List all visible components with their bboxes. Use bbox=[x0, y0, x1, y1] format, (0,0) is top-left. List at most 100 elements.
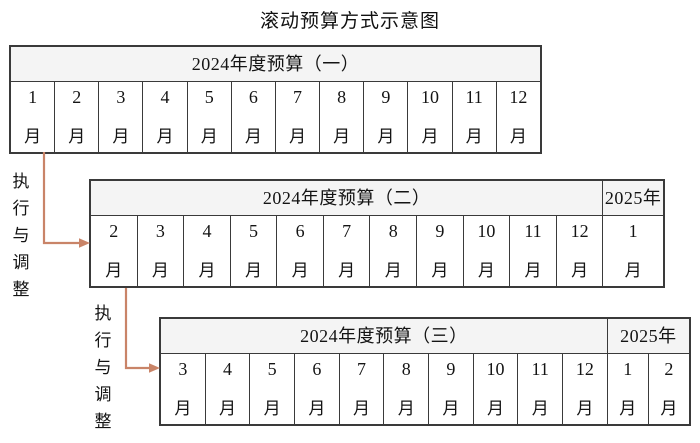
month-unit: 月 bbox=[660, 399, 678, 418]
month-number: 2 bbox=[664, 359, 674, 379]
flow-label-1-char: 行 bbox=[12, 199, 30, 218]
month-unit: 月 bbox=[531, 399, 549, 418]
month-unit: 月 bbox=[151, 261, 169, 280]
month-number: 3 bbox=[178, 359, 188, 379]
month-unit: 月 bbox=[524, 261, 542, 280]
month-number: 8 bbox=[401, 359, 411, 379]
month-number: 11 bbox=[531, 359, 549, 379]
month-unit: 月 bbox=[477, 261, 495, 280]
month-number: 6 bbox=[295, 221, 305, 241]
month-unit: 月 bbox=[487, 399, 505, 418]
month-number: 1 bbox=[623, 359, 633, 379]
table-header-row: 2024年度预算（一） bbox=[10, 46, 541, 82]
month-number: 9 bbox=[446, 359, 456, 379]
month-number: 3 bbox=[116, 87, 126, 107]
month-number: 8 bbox=[388, 221, 398, 241]
month-unit: 月 bbox=[619, 399, 637, 418]
month-number: 4 bbox=[202, 221, 212, 241]
month-unit: 月 bbox=[68, 127, 86, 146]
month-unit: 月 bbox=[308, 399, 326, 418]
month-number: 6 bbox=[248, 87, 258, 107]
table-1-month-cell: 11 月 bbox=[451, 81, 497, 153]
month-number: 3 bbox=[155, 221, 165, 241]
flow-label-2-char: 整 bbox=[94, 412, 112, 431]
month-number: 2 bbox=[72, 87, 82, 107]
flow-label-2-char: 行 bbox=[94, 331, 112, 350]
month-unit: 月 bbox=[338, 261, 356, 280]
month-unit: 月 bbox=[245, 261, 263, 280]
month-unit: 月 bbox=[112, 127, 130, 146]
month-unit: 月 bbox=[219, 399, 236, 418]
month-unit: 月 bbox=[291, 261, 309, 280]
month-unit: 月 bbox=[509, 127, 527, 146]
month-unit: 月 bbox=[421, 127, 439, 146]
month-unit: 月 bbox=[431, 261, 449, 280]
flow-label-2-char: 调 bbox=[94, 385, 112, 404]
month-unit: 月 bbox=[384, 261, 402, 280]
month-number: 7 bbox=[293, 87, 303, 107]
month-number: 5 bbox=[267, 359, 277, 379]
month-number: 8 bbox=[337, 87, 347, 107]
month-unit: 月 bbox=[624, 261, 642, 280]
table-2-header-cell-1: 2024年度预算（二） bbox=[89, 180, 604, 216]
flow-label-2: 执行与调整 bbox=[92, 300, 114, 435]
month-unit: 月 bbox=[465, 127, 483, 146]
month-number: 12 bbox=[575, 359, 594, 379]
month-unit: 月 bbox=[397, 399, 415, 418]
flow-label-2-char: 与 bbox=[94, 358, 112, 377]
month-number: 12 bbox=[570, 221, 589, 241]
month-number: 7 bbox=[342, 221, 352, 241]
month-number: 9 bbox=[435, 221, 445, 241]
table-3-header-cell-2: 2025年 bbox=[606, 318, 691, 354]
page-title: 滚动预算方式示意图 bbox=[259, 11, 440, 32]
month-unit: 月 bbox=[576, 399, 594, 418]
month-unit: 月 bbox=[198, 261, 216, 280]
flow-label-2-char: 执 bbox=[94, 304, 112, 323]
month-number: 1 bbox=[28, 87, 38, 107]
month-number: 1 bbox=[628, 221, 638, 241]
table-2-month-cell: 10 月 bbox=[462, 215, 511, 287]
month-unit: 月 bbox=[377, 127, 395, 146]
month-unit: 月 bbox=[156, 127, 174, 146]
month-number: 10 bbox=[477, 221, 496, 241]
month-unit: 月 bbox=[263, 399, 281, 418]
month-number: 4 bbox=[223, 359, 232, 379]
month-unit: 月 bbox=[333, 127, 351, 146]
month-unit: 月 bbox=[24, 127, 42, 146]
flow-arrow-1 bbox=[42, 152, 90, 248]
month-number: 9 bbox=[381, 87, 391, 107]
month-unit: 月 bbox=[571, 261, 589, 280]
table-2-month-cell: 12 月 bbox=[555, 215, 604, 287]
month-number: 11 bbox=[465, 87, 483, 107]
month-unit: 月 bbox=[200, 127, 218, 146]
month-number: 6 bbox=[312, 359, 322, 379]
month-unit: 月 bbox=[442, 399, 460, 418]
flow-label-1-char: 整 bbox=[12, 280, 30, 299]
